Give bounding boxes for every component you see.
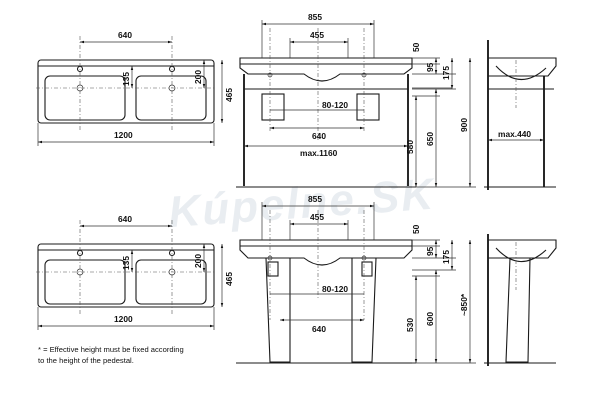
- top-plan-depth-135: 135: [121, 72, 131, 86]
- top-side-max-depth: max.440: [498, 129, 531, 139]
- bottom-plan-depth-135: 135: [121, 256, 131, 270]
- bottom-front-h850: ~850*: [459, 293, 469, 316]
- bottom-front-width-855: 855: [308, 194, 322, 204]
- bottom-front-width-455: 455: [310, 212, 324, 222]
- top-plan-depth-465: 465: [224, 88, 234, 102]
- top-front-h900: 900: [459, 118, 469, 132]
- top-front-d175: 175: [441, 66, 451, 80]
- top-front-width-855: 855: [308, 12, 322, 22]
- bottom-plan-depth-465: 465: [224, 272, 234, 286]
- bottom-front-view: 855 455 80-120 640 50 95 175 530 600 ~85…: [236, 194, 476, 364]
- bottom-front-h600: 600: [425, 312, 435, 326]
- top-front-range: 80-120: [322, 100, 348, 110]
- top-plan-depth-200: 200: [193, 70, 203, 84]
- watermark-logo: Kúpelne.SK: [167, 170, 438, 238]
- bottom-plan-total-width: 1200: [114, 314, 133, 324]
- top-front-width-455: 455: [310, 30, 324, 40]
- top-front-max-width: max.1160: [300, 148, 338, 158]
- footnote-line-1: * = Effective height must be fixed accor…: [38, 345, 184, 354]
- top-front-h650: 650: [425, 132, 435, 146]
- top-side-view: max.440: [484, 40, 557, 190]
- top-front-rim-50: 50: [411, 42, 421, 52]
- bottom-plan-view: 640 135 200 465 1200: [36, 214, 234, 330]
- bottom-front-h530: 530: [405, 318, 415, 332]
- top-front-leg-spacing: 640: [312, 131, 326, 141]
- top-front-h580: 580: [405, 140, 415, 154]
- bottom-side-view: [484, 234, 557, 366]
- bottom-plan-depth-200: 200: [193, 254, 203, 268]
- top-plan-total-width: 1200: [114, 130, 133, 140]
- top-front-d95: 95: [425, 62, 435, 72]
- top-front-view: 855 455 80-120 640 max.1160 50 95 175 58…: [236, 12, 476, 188]
- bottom-front-leg-spacing: 640: [312, 324, 326, 334]
- bottom-front-d95: 95: [425, 246, 435, 256]
- footnote-line-2: to the height of the pedestal.: [38, 356, 134, 365]
- bottom-front-range: 80-120: [322, 284, 348, 294]
- bottom-front-rim-50: 50: [411, 224, 421, 234]
- bottom-plan-tap-spacing: 640: [118, 214, 132, 224]
- top-plan-view: 640 135 200 465 1200: [36, 30, 234, 146]
- bottom-front-d175: 175: [441, 250, 451, 264]
- top-plan-tap-spacing: 640: [118, 30, 132, 40]
